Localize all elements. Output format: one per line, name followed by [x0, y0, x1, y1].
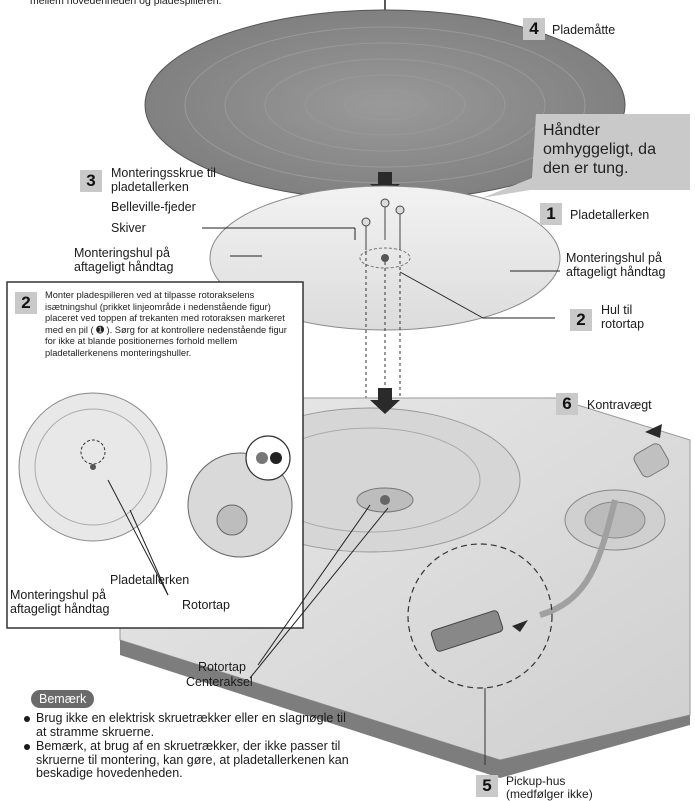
step-label-plademaatte: Plademåtte: [552, 23, 616, 37]
step-number-1: 1: [540, 203, 562, 225]
step-label-pladetallerken: Pladetallerken: [570, 208, 650, 222]
step-number-2-hole: 2: [570, 309, 592, 331]
note-bullet-1: Brug ikke en elektrisk skruetrækker elle…: [24, 711, 354, 739]
inset-label-mount-line2: aftageligt håndtag: [10, 602, 110, 616]
mount-hole-left-line1: Monteringshul på: [74, 246, 170, 260]
bullet-dot: [24, 744, 30, 750]
step-label-screw-line2: pladetallerken: [111, 180, 189, 194]
bullet-dot: [24, 716, 30, 722]
label-centeraksel: Centeraksel: [186, 675, 253, 689]
tonearm: [539, 424, 670, 618]
inset-label-rotortap: Rotortap: [182, 598, 230, 612]
note-bullet-2: Bemærk, at brug af en skruetrækker, der …: [24, 739, 354, 781]
skiver-label: Skiver: [111, 221, 146, 235]
inset-instruction-text: Monter pladespilleren ved at tilpasse ro…: [45, 290, 287, 358]
note-bullet-1-text: Brug ikke en elektrisk skruetrækker elle…: [36, 711, 346, 739]
mount-hole-right-line2: aftageligt håndtag: [566, 265, 666, 279]
step-label-hole-line2: rotortap: [601, 317, 645, 331]
step-label-kontravaegt: Kontravægt: [587, 398, 652, 412]
top-text-fragment: mellem hovedenheden og pladespilleren.: [30, 0, 222, 7]
step-number-6: 6: [556, 393, 578, 415]
belleville-label: Belleville-fjeder: [111, 200, 196, 214]
inset-step-number-2: 2: [15, 292, 37, 314]
inset-label-mount-line1: Monteringshul på: [10, 588, 106, 602]
step-number-4: 4: [523, 18, 545, 40]
step-number-5: 5: [476, 775, 498, 797]
step-label-pickup-line1: Pickup-hus: [506, 774, 566, 788]
warning-callout-text: Håndter omhyggeligt, da den er tung.: [543, 122, 656, 177]
inset-label-pladetallerken: Pladetallerken: [110, 573, 190, 587]
step-number-3: 3: [80, 170, 102, 192]
mount-hole-left-line2: aftageligt håndtag: [74, 260, 174, 274]
step-label-hole-line1: Hul til: [601, 303, 633, 317]
label-rotortap: Rotortap: [198, 660, 246, 674]
screws: [361, 198, 405, 250]
headshell-callout: [407, 543, 553, 765]
mount-hole-right-line1: Monteringshul på: [566, 251, 662, 265]
warning-callout-bubble: [482, 114, 690, 198]
step-label-pickup-line2: (medfølger ikke): [506, 787, 593, 801]
down-arrow-middle: [370, 388, 400, 414]
step-label-screw-line1: Monteringsskrue til: [111, 166, 216, 180]
note-bullet-2-text: Bemærk, at brug af en skruetrækker, der …: [36, 739, 349, 780]
note-badge: Bemærk: [31, 690, 95, 708]
leader-lines: [107, 227, 560, 679]
